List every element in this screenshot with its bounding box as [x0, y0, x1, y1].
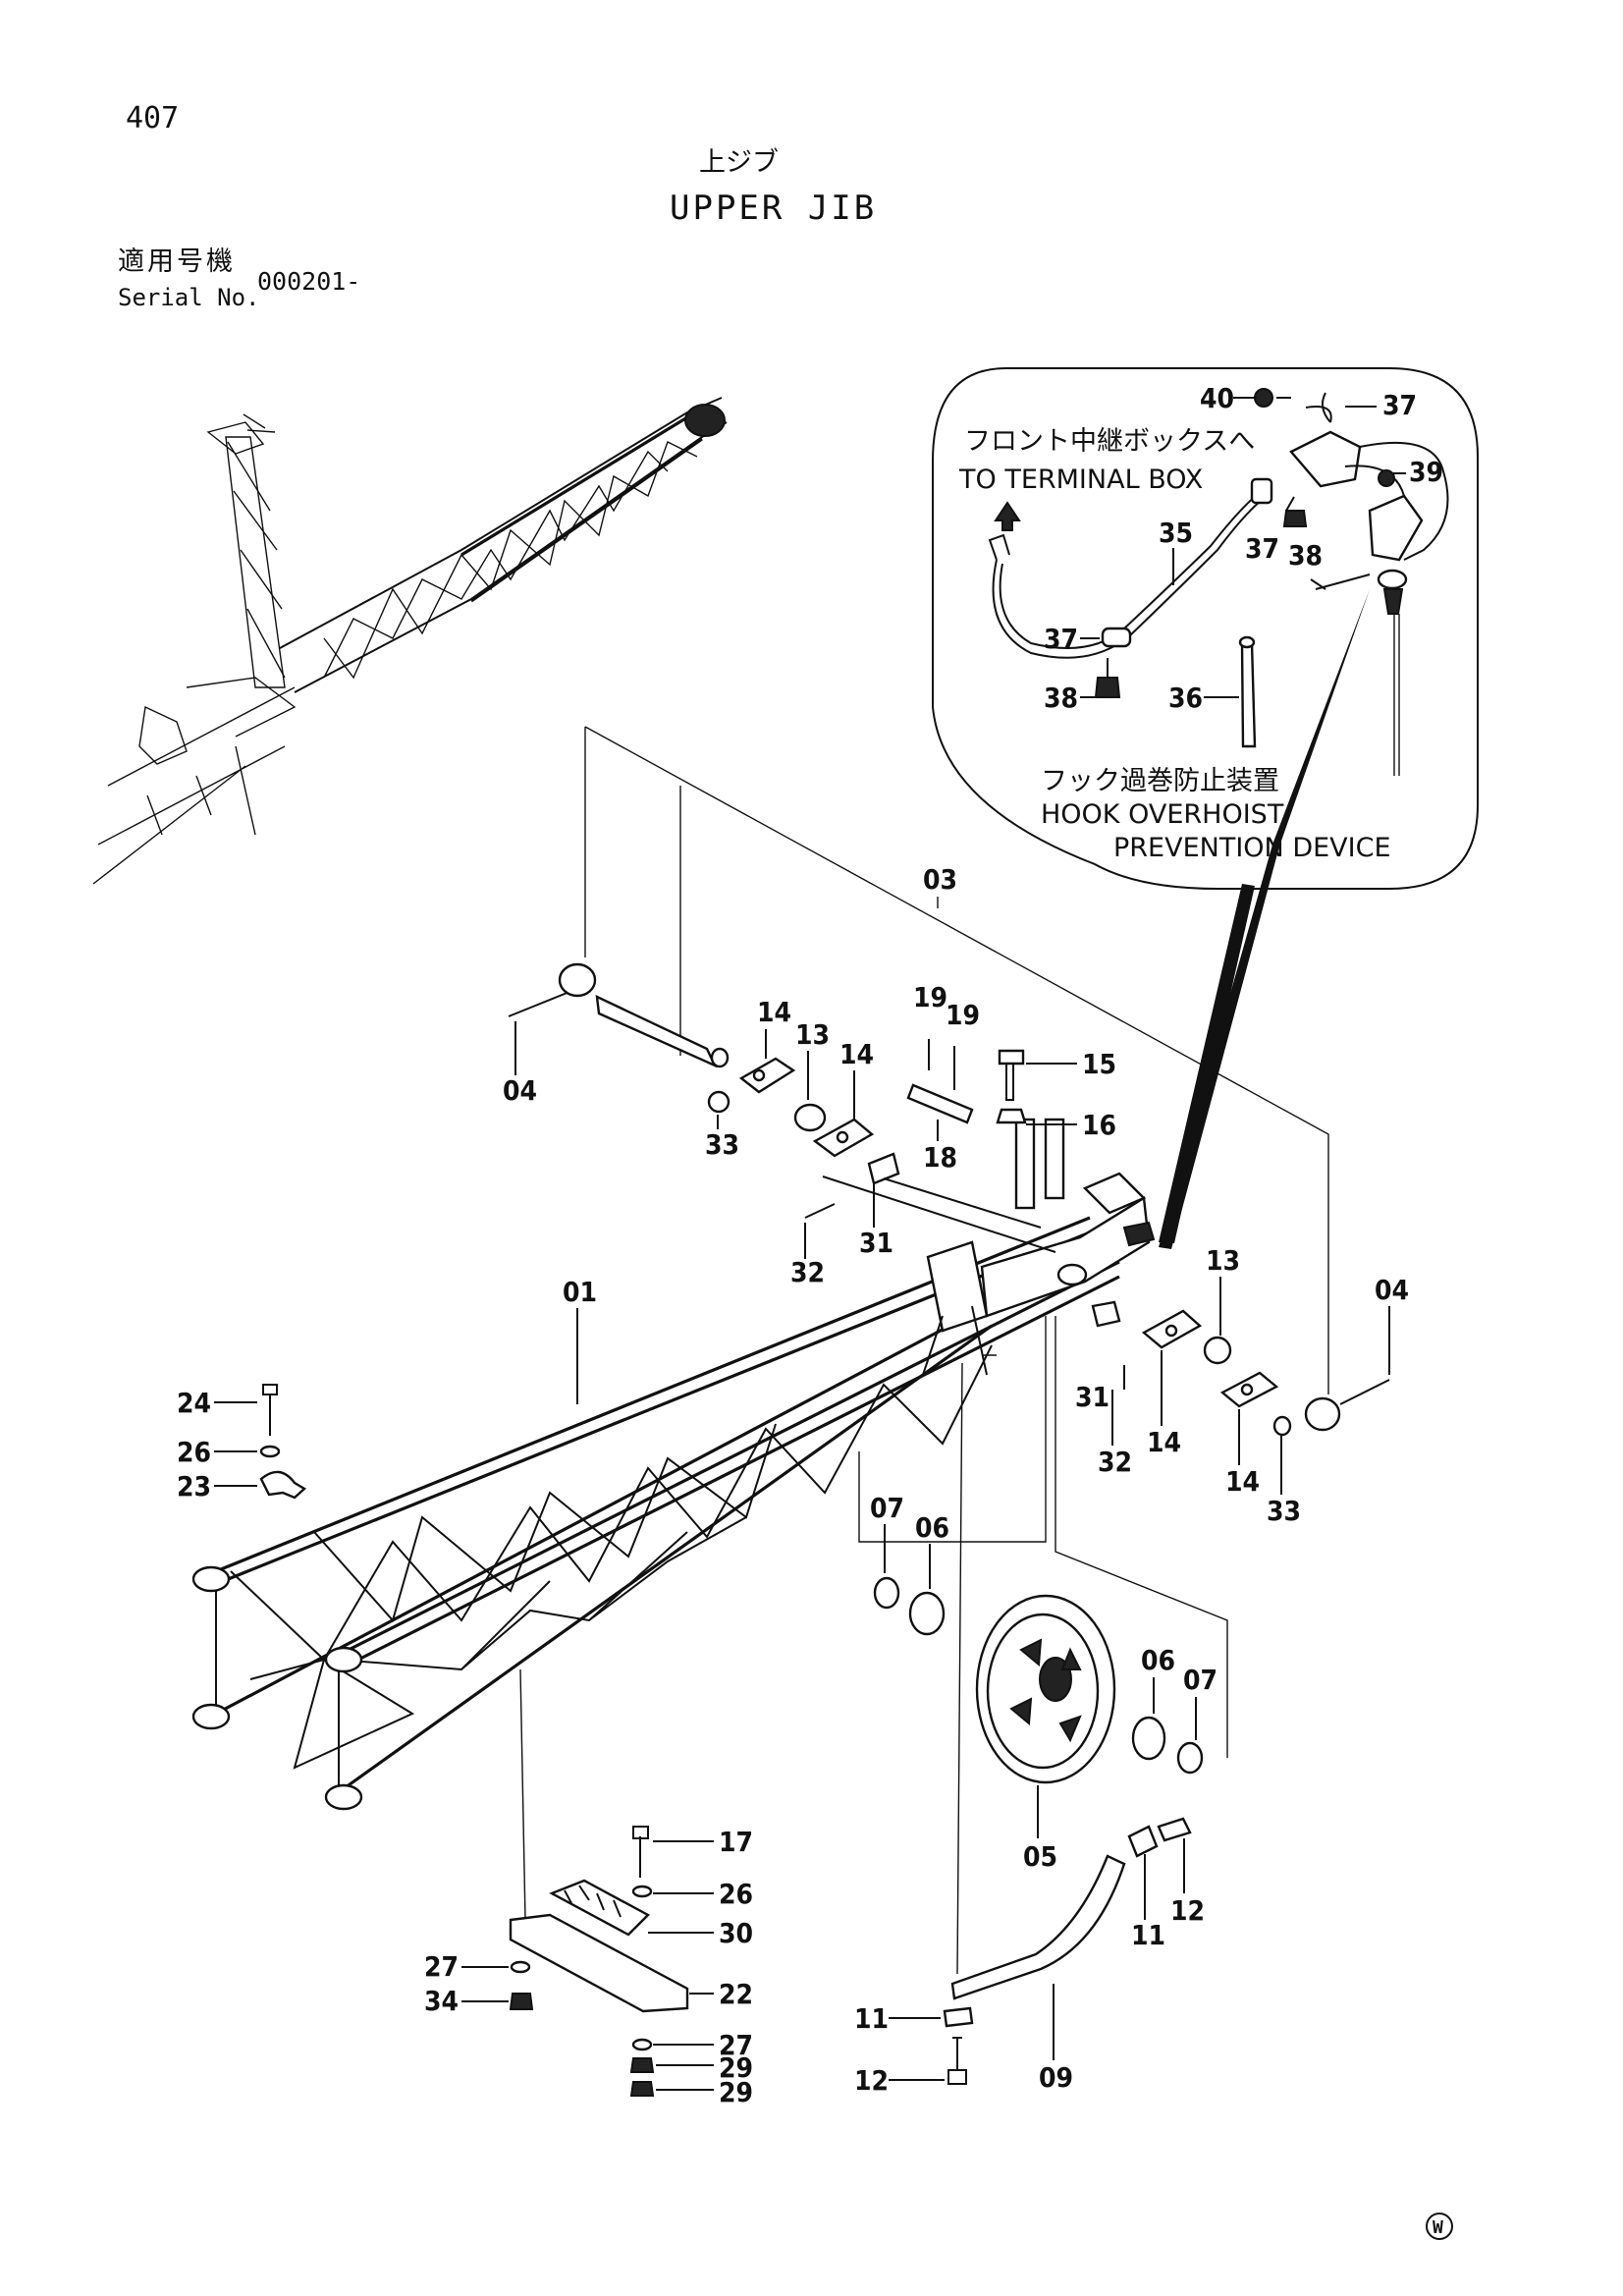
- note-to-terminal-jp: フロント中継ボックスへ: [964, 426, 1255, 457]
- callout-38-mid: 38: [1288, 539, 1323, 572]
- callout-40: 40: [1200, 382, 1234, 414]
- callout-15: 15: [1082, 1048, 1116, 1080]
- callout-38-low: 38: [1044, 682, 1078, 714]
- callout-33-a: 33: [705, 1128, 739, 1161]
- callout-22: 22: [719, 1978, 753, 2010]
- title-en: UPPER JIB: [670, 189, 877, 228]
- title-jp: 上ジブ: [699, 147, 779, 178]
- callout-26-a: 26: [177, 1436, 211, 1468]
- callout-05: 05: [1023, 1840, 1057, 1873]
- exploded-view-frame-lines: [519, 726, 1329, 1975]
- left-clamp-group: [259, 1384, 307, 1500]
- callout-31-b: 31: [1075, 1381, 1109, 1413]
- publisher-mark: W: [1426, 2213, 1453, 2240]
- inset-detail-panel: フロント中継ボックスへ TO TERMINAL BOX フック過巻防止装置 HO…: [932, 367, 1479, 1249]
- callout-14-b: 14: [839, 1038, 874, 1070]
- callout-06-b: 06: [1141, 1644, 1175, 1676]
- pin-bolt-group: [906, 1039, 1027, 1124]
- callout-03: 03: [923, 863, 957, 896]
- callout-27-b: 27: [719, 2029, 753, 2061]
- callout-16: 16: [1082, 1109, 1116, 1141]
- callout-04-left: 04: [503, 1074, 537, 1107]
- callout-36: 36: [1168, 682, 1203, 714]
- callout-27-a: 27: [424, 1950, 459, 1983]
- callout-14-a: 14: [757, 996, 791, 1028]
- callout-11-left: 11: [854, 2002, 889, 2035]
- callout-32-b: 32: [1098, 1446, 1132, 1478]
- callout-32-a: 32: [790, 1256, 825, 1288]
- page-number: 407: [126, 101, 179, 136]
- callout-37-top: 37: [1382, 389, 1417, 421]
- callout-06-a: 06: [915, 1511, 949, 1544]
- callout-07-a: 07: [870, 1492, 904, 1524]
- callout-30: 30: [719, 1917, 753, 1949]
- callout-24: 24: [177, 1387, 211, 1419]
- note-device-jp: フック過巻防止装置: [1041, 766, 1279, 796]
- callout-34: 34: [424, 1985, 459, 2017]
- callout-04-right: 04: [1375, 1274, 1409, 1306]
- note-device-en-2: PREVENTION DEVICE: [1113, 833, 1391, 863]
- svg-text:W: W: [1433, 2217, 1443, 2238]
- callout-11-right: 11: [1131, 1919, 1165, 1951]
- callout-13-b: 13: [1206, 1244, 1240, 1277]
- callout-12-right: 12: [1170, 1894, 1205, 1927]
- left-pin-assembly: [508, 962, 1056, 1253]
- bottom-bracket-group: [509, 1826, 689, 2097]
- callout-39: 39: [1409, 456, 1443, 488]
- callout-07-b: 07: [1183, 1664, 1217, 1696]
- callout-19-a: 19: [913, 981, 947, 1013]
- callout-14-d: 14: [1225, 1465, 1260, 1498]
- upper-jib-structure: [191, 1118, 1156, 1811]
- callout-29-b: 29: [719, 2076, 753, 2108]
- callout-13-a: 13: [795, 1018, 830, 1051]
- sheave-assembly: [873, 1576, 1204, 1784]
- callout-18: 18: [923, 1141, 957, 1174]
- callout-26-b: 26: [719, 1878, 753, 1910]
- main-callouts: 03 04 14 13 14 33 31 32 19 19 18 15 16 0…: [177, 863, 1409, 2108]
- callout-12-left: 12: [854, 2064, 889, 2097]
- callout-09: 09: [1039, 2061, 1073, 2094]
- serial-label-jp: 適用号機: [118, 246, 236, 277]
- callout-37-mid: 37: [1245, 532, 1279, 565]
- serial-label-en: Serial No.: [118, 284, 260, 311]
- callout-29-a: 29: [719, 2051, 753, 2084]
- rope-guard-assembly: [943, 1817, 1192, 2085]
- right-pin-assembly: [1091, 1300, 1390, 1437]
- note-device-en-1: HOOK OVERHOIST: [1041, 799, 1284, 830]
- callout-01: 01: [563, 1276, 597, 1308]
- callout-35: 35: [1159, 517, 1193, 549]
- callout-19-b: 19: [946, 999, 980, 1031]
- callout-14-c: 14: [1147, 1426, 1181, 1458]
- overview-crane-illustration: [92, 397, 728, 885]
- callout-37-low: 37: [1044, 623, 1078, 655]
- callout-17: 17: [719, 1826, 753, 1858]
- serial-value: 000201-: [257, 267, 360, 296]
- callout-33-b: 33: [1267, 1495, 1301, 1527]
- callout-31-a: 31: [859, 1227, 893, 1259]
- note-to-terminal-en: TO TERMINAL BOX: [958, 465, 1203, 495]
- callout-23: 23: [177, 1470, 211, 1503]
